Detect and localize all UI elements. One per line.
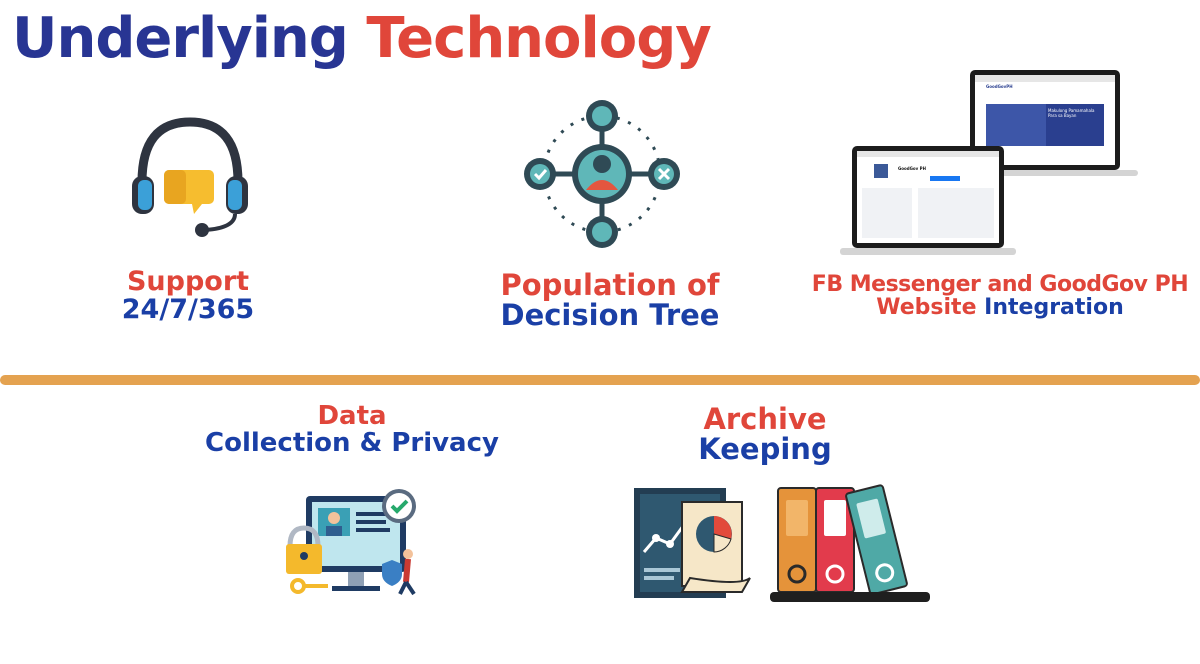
decision-tree-label-line2: Decision Tree (500, 298, 720, 332)
headset-chat-icon (132, 117, 248, 237)
title-part-1: Underlying (12, 6, 349, 71)
support-label-line1: Support (126, 266, 250, 297)
title-part-2: Technology (366, 6, 711, 71)
data-privacy-label-line1: Data (317, 401, 387, 431)
data-privacy-label-line2: Collection & Privacy (205, 428, 499, 458)
back-screen-hero-text: Makulong Pamamahala Para sa Bayan (1048, 108, 1095, 118)
page-title: Underlying Technology (12, 4, 712, 74)
archive-binders-icon (634, 484, 930, 602)
section-divider (0, 375, 1200, 385)
data-privacy-icon (286, 489, 416, 596)
archive-label-line2: Keeping (698, 432, 832, 466)
back-screen-brand: GoodGovPH (986, 84, 1013, 89)
decision-tree-label-line1: Population of (500, 268, 720, 302)
decision-tree-icon (524, 100, 680, 248)
integration-label-website: Website (876, 295, 977, 320)
laptops-screenshot-icon (840, 70, 1138, 255)
front-screen-page-name: GoodGov PH (898, 166, 926, 171)
integration-label-integration: Integration (984, 295, 1124, 320)
integration-label-line2: Website Integration (800, 294, 1200, 322)
support-label-line2: 24/7/365 (121, 294, 255, 325)
archive-label-line1: Archive (703, 402, 827, 436)
integration-label-line1: FB Messenger and GoodGov PH (811, 272, 1189, 297)
